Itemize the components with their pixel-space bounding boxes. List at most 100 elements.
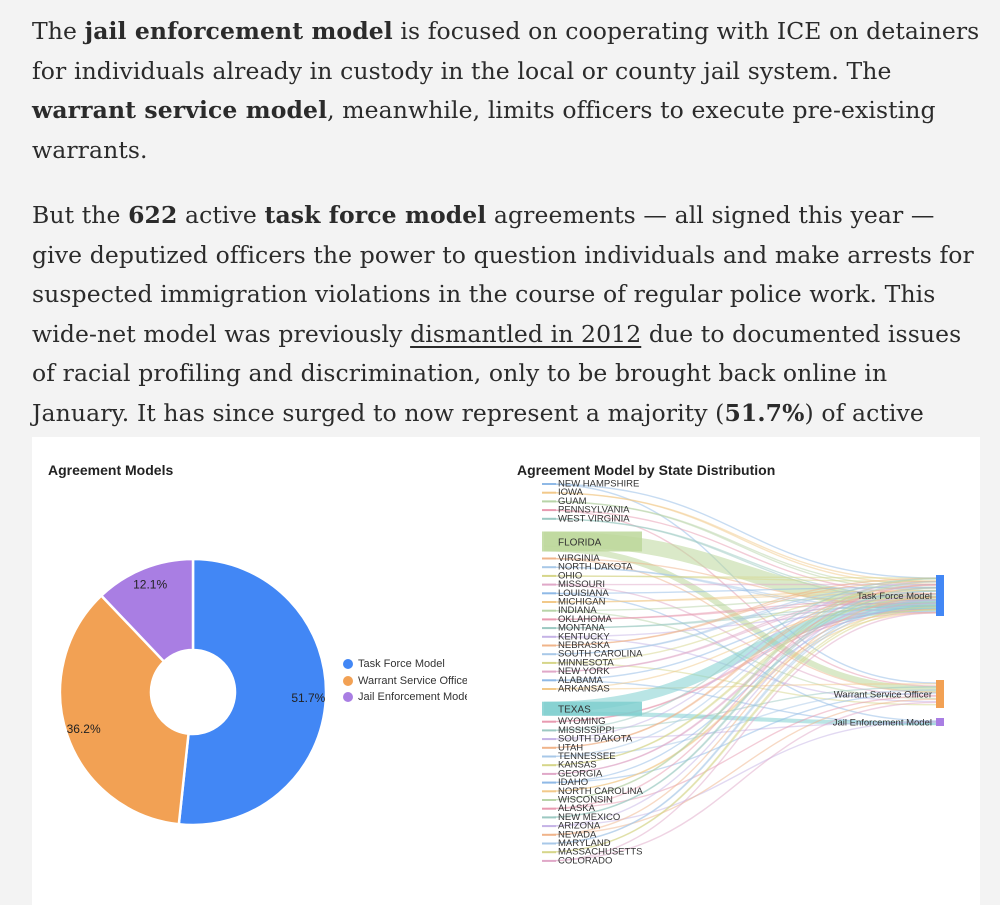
- sankey-link: [543, 557, 937, 693]
- pie-slice-3: [99, 557, 195, 664]
- sankey-source-label: ALASKA: [558, 803, 596, 814]
- sankey-link: [543, 590, 937, 819]
- text-run: , meanwhile, limits officers to execute …: [32, 96, 936, 164]
- sankey-source-label: MARYLAND: [558, 838, 611, 849]
- bold-text: warrant service model: [32, 96, 328, 124]
- sankey-source-label: MONTANA: [558, 623, 605, 634]
- legend-dot-icon: [343, 659, 353, 670]
- sankey-source-node: [542, 661, 556, 664]
- sankey-source-node: [542, 670, 556, 673]
- sankey-link: [543, 577, 937, 732]
- sankey-link: [543, 492, 937, 585]
- chart-card: Agreement Models 51.7%36.2%12.1% Task Fo…: [32, 437, 980, 905]
- sankey-source-label: ALABAMA: [558, 675, 604, 686]
- paragraph-model-descriptions: The jail enforcement model is focused on…: [32, 12, 982, 170]
- sankey-source-node: [542, 772, 556, 775]
- sankey-source-node: [542, 618, 556, 621]
- article-body: The jail enforcement model is focused on…: [32, 12, 982, 499]
- sankey-link: [543, 686, 937, 732]
- sankey-source-node: [542, 583, 556, 586]
- sankey-link: [543, 581, 937, 801]
- sankey-source-node: [542, 859, 556, 862]
- slice-value-label: 12.1%: [133, 578, 167, 592]
- sankey-link: [543, 593, 937, 827]
- sankey-source-node: [542, 825, 556, 828]
- sankey-source-node: [542, 483, 556, 485]
- sankey-source-label: MINNESOTA: [558, 657, 614, 668]
- sankey-source-node: [542, 799, 556, 801]
- bold-text: jail enforcement model: [84, 17, 393, 45]
- sankey-source-label: UTAH: [558, 742, 583, 753]
- sankey-link: [543, 599, 937, 681]
- sankey-source-label: NORTH DAKOTA: [558, 562, 633, 573]
- sankey-source-node: [542, 609, 556, 612]
- sankey-source-label: COLORADO: [558, 855, 612, 866]
- sankey-source-label: WYOMING: [558, 716, 606, 727]
- sankey-source-node: [542, 688, 556, 690]
- sankey-source-label: OKLAHOMA: [558, 614, 613, 625]
- sankey-link: [543, 483, 937, 684]
- article-link[interactable]: dismantled in 2012: [410, 319, 642, 348]
- sankey-source-node: [542, 679, 556, 682]
- sankey-source-node: [542, 531, 642, 552]
- sankey-source-label: NEW YORK: [558, 666, 610, 677]
- sankey-source-label: NEVADA: [558, 829, 597, 840]
- text-run: The: [32, 17, 85, 45]
- legend-label: Warrant Service Office: [358, 674, 467, 687]
- sankey-source-label: TENNESSEE: [558, 751, 616, 762]
- sankey-source-label: FLORIDA: [558, 538, 602, 549]
- sankey-chart-title: Agreement Model by State Distribution: [517, 462, 776, 478]
- sankey-source-node: [542, 509, 556, 512]
- sankey-source-label: SOUTH CAROLINA: [558, 649, 643, 660]
- sankey-source-label: ARIZONA: [558, 821, 601, 832]
- sankey-source-node: [542, 851, 556, 854]
- legend-dot-icon: [343, 692, 353, 703]
- sankey-link: [543, 602, 937, 845]
- sankey-source-label: NEW HAMPSHIRE: [558, 479, 639, 490]
- sankey-target-label: Warrant Service Officer: [834, 690, 932, 701]
- sankey-source-node: [542, 729, 556, 732]
- sankey-link: [543, 580, 937, 647]
- sankey-source-node: [542, 592, 556, 595]
- sankey-source-label: TEXAS: [558, 705, 591, 716]
- sankey-source-label: ARKANSAS: [558, 684, 610, 695]
- sankey-source-node: [542, 491, 556, 494]
- sankey-source-label: GEORGIA: [558, 768, 603, 779]
- sankey-source-label: PENNSYLVANIA: [558, 505, 630, 516]
- sankey-source-node: [542, 517, 556, 520]
- sankey-source-label: KENTUCKY: [558, 631, 610, 642]
- slice-value-label: 36.2%: [67, 722, 101, 736]
- pie-legend: Task Force Model Warrant Service Office …: [343, 656, 467, 706]
- sankey-source-label: MISSISSIPPI: [558, 725, 615, 736]
- sankey-source-node: [542, 653, 556, 656]
- sankey-source-label: GUAM: [558, 496, 587, 507]
- legend-item-warrant-service[interactable]: Warrant Service Office: [343, 673, 467, 690]
- legend-item-jail-enforcement[interactable]: Jail Enforcement Mode: [343, 689, 467, 706]
- sankey-target-label: Jail Enforcement Model: [833, 718, 932, 729]
- donut-chart: 51.7%36.2%12.1%: [58, 557, 328, 827]
- sankey-source-node: [542, 833, 556, 836]
- pie-slice-2: [58, 593, 190, 826]
- sankey-link: [543, 701, 937, 862]
- sankey-source-node: [542, 601, 556, 603]
- text-run: due to documented issues of racial profi…: [32, 319, 962, 427]
- sankey-source-label: KANSAS: [558, 760, 597, 771]
- sankey-source-label: VIRGINIA: [558, 553, 600, 564]
- text-run: But the: [32, 201, 129, 229]
- text-run: active: [177, 201, 265, 229]
- sankey-source-node: [542, 720, 556, 723]
- sankey-source-node: [542, 557, 556, 560]
- sankey-link: [543, 601, 937, 713]
- sankey-source-node: [542, 500, 556, 503]
- sankey-link: [543, 590, 937, 664]
- text-run: is focused on cooperating with ICE on de…: [32, 17, 980, 85]
- sankey-link: [543, 596, 937, 836]
- sankey-target-node: [936, 718, 944, 726]
- sankey-source-label: WEST VIRGINIA: [558, 513, 630, 524]
- legend-item-task-force[interactable]: Task Force Model: [343, 656, 467, 673]
- sankey-source-node: [542, 807, 556, 810]
- sankey-source-node: [542, 738, 556, 741]
- bold-text: 622: [128, 201, 178, 229]
- sankey-source-node: [542, 781, 556, 784]
- sankey-link: [543, 584, 937, 810]
